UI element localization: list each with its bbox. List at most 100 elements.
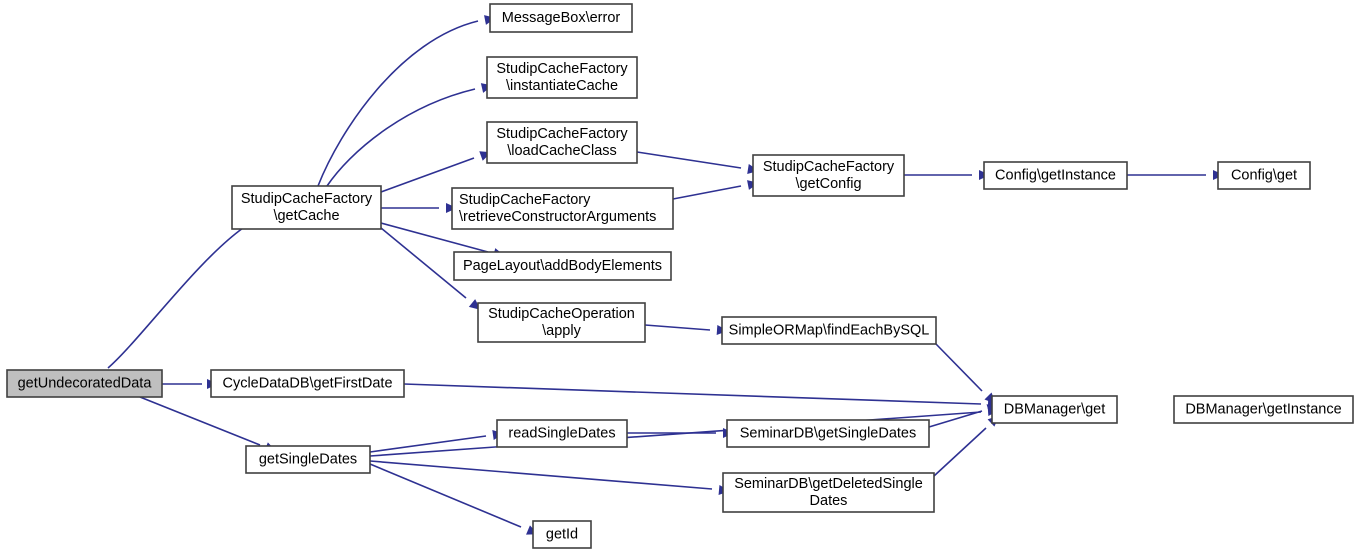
node-label: getId	[546, 526, 578, 542]
node-box[interactable]	[486, 121, 638, 164]
edge-getUndecoratedData-to-getCache	[107, 217, 256, 369]
node-label: DBManager\getInstance	[1185, 401, 1341, 417]
node-box[interactable]	[210, 369, 405, 398]
edge-line	[672, 185, 742, 200]
graph-node-retrieveConstructorArguments[interactable]: StudipCacheFactory\retrieveConstructorAr…	[451, 187, 674, 230]
edge-line	[326, 88, 476, 187]
node-box[interactable]	[991, 395, 1118, 424]
node-box[interactable]	[231, 185, 382, 230]
graph-node-seminarGetSingleDates[interactable]: SeminarDB\getSingleDates	[726, 419, 930, 448]
edge-line	[369, 463, 522, 528]
nodes-layer: getUndecoratedDataStudipCacheFactory\get…	[6, 3, 1354, 549]
edge-line	[317, 20, 479, 187]
node-label: DBManager\get	[1004, 401, 1106, 417]
node-box[interactable]	[453, 251, 672, 281]
edge-line	[380, 157, 475, 193]
node-label: \apply	[542, 323, 581, 339]
graph-node-getConfig[interactable]: StudipCacheFactory\getConfig	[752, 154, 905, 197]
node-label: StudipCacheFactory	[241, 191, 373, 207]
node-label: Config\getInstance	[995, 167, 1116, 183]
node-label: SimpleORMap\findEachBySQL	[729, 322, 930, 338]
node-box[interactable]	[983, 161, 1128, 190]
graph-node-loadCacheClass[interactable]: StudipCacheFactory\loadCacheClass	[486, 121, 638, 164]
node-box[interactable]	[721, 316, 937, 345]
graph-node-addBodyElements[interactable]: PageLayout\addBodyElements	[453, 251, 672, 281]
edge-getCache-to-loadCacheClass	[380, 151, 492, 193]
node-box[interactable]	[486, 56, 638, 99]
node-label: StudipCacheOperation	[488, 306, 635, 322]
node-box[interactable]	[1217, 161, 1311, 190]
node-label: StudipCacheFactory	[763, 159, 895, 175]
node-label: readSingleDates	[508, 425, 615, 441]
graph-node-getCache[interactable]: StudipCacheFactory\getCache	[231, 185, 382, 230]
edge-line	[935, 343, 983, 392]
edge-getSingleDates-to-seminarGetDeletedSingleDates	[369, 460, 730, 495]
node-box[interactable]	[726, 419, 930, 448]
node-box[interactable]	[532, 520, 592, 549]
node-label: StudipCacheFactory	[496, 61, 628, 77]
edge-line	[369, 460, 713, 490]
edge-retrieveConstructorArguments-to-getConfig	[672, 180, 759, 200]
edge-cycleGetFirstDate-to-dbManagerGet	[403, 383, 999, 409]
node-label: MessageBox\error	[502, 10, 621, 26]
edge-line	[380, 222, 489, 253]
node-box[interactable]	[489, 3, 633, 33]
edge-line	[644, 324, 711, 331]
edge-getCache-to-retrieveConstructorArguments	[381, 203, 457, 213]
node-box[interactable]	[1173, 395, 1354, 424]
node-label: \getConfig	[795, 176, 861, 192]
node-label: SeminarDB\getSingleDates	[740, 425, 917, 441]
node-label: \getCache	[273, 208, 339, 224]
node-box[interactable]	[752, 154, 905, 197]
node-label: Dates	[810, 493, 848, 509]
node-label: Config\get	[1231, 167, 1297, 183]
node-box[interactable]	[451, 187, 674, 230]
node-label: PageLayout\addBodyElements	[463, 258, 662, 274]
node-label: \retrieveConstructorArguments	[459, 209, 656, 225]
edge-line	[928, 410, 983, 428]
graph-node-messageBoxError[interactable]: MessageBox\error	[489, 3, 633, 33]
node-label: \instantiateCache	[506, 78, 618, 94]
edge-line	[403, 383, 982, 405]
edge-cacheOperationApply-to-findEachBySQL	[644, 324, 728, 335]
graph-node-getSingleDates[interactable]: getSingleDates	[245, 445, 371, 474]
edge-line	[139, 396, 261, 446]
edge-line	[107, 227, 244, 369]
graph-node-findEachBySQL[interactable]: SimpleORMap\findEachBySQL	[721, 316, 937, 345]
node-label: getSingleDates	[259, 451, 357, 467]
graph-node-cacheOperationApply[interactable]: StudipCacheOperation\apply	[477, 302, 646, 343]
graph-node-configGet[interactable]: Config\get	[1217, 161, 1311, 190]
edge-line	[380, 227, 467, 299]
graph-node-getId[interactable]: getId	[532, 520, 592, 549]
node-box[interactable]	[245, 445, 371, 474]
node-label: getUndecoratedData	[18, 375, 153, 391]
graph-node-readSingleDates[interactable]: readSingleDates	[496, 419, 628, 448]
node-label: CycleDataDB\getFirstDate	[222, 375, 392, 391]
graph-node-dbManagerGetInstance[interactable]: DBManager\getInstance	[1173, 395, 1354, 424]
edge-getConfig-to-configGetInstance	[904, 170, 990, 180]
edge-line	[636, 151, 742, 169]
node-box[interactable]	[496, 419, 628, 448]
edge-configGetInstance-to-configGet	[1127, 170, 1224, 180]
edge-line	[369, 435, 487, 453]
graph-node-dbManagerGet[interactable]: DBManager\get	[991, 395, 1118, 424]
edge-getCache-to-instantiateCache	[326, 83, 493, 187]
node-box[interactable]	[6, 369, 163, 398]
node-box[interactable]	[477, 302, 646, 343]
node-label: StudipCacheFactory	[496, 126, 628, 142]
edge-line	[933, 427, 987, 477]
node-label: SeminarDB\getDeletedSingle	[734, 476, 923, 492]
node-label: \loadCacheClass	[507, 143, 617, 159]
graph-node-getUndecoratedData[interactable]: getUndecoratedData	[6, 369, 163, 398]
edge-getUndecoratedData-to-cycleGetFirstDate	[162, 379, 218, 389]
graph-node-cycleGetFirstDate[interactable]: CycleDataDB\getFirstDate	[210, 369, 405, 398]
graph-node-instantiateCache[interactable]: StudipCacheFactory\instantiateCache	[486, 56, 638, 99]
node-label: StudipCacheFactory	[459, 192, 591, 208]
graph-node-configGetInstance[interactable]: Config\getInstance	[983, 161, 1128, 190]
node-box[interactable]	[722, 472, 935, 513]
edge-getSingleDates-to-getId	[369, 463, 539, 535]
edge-loadCacheClass-to-getConfig	[636, 151, 759, 174]
